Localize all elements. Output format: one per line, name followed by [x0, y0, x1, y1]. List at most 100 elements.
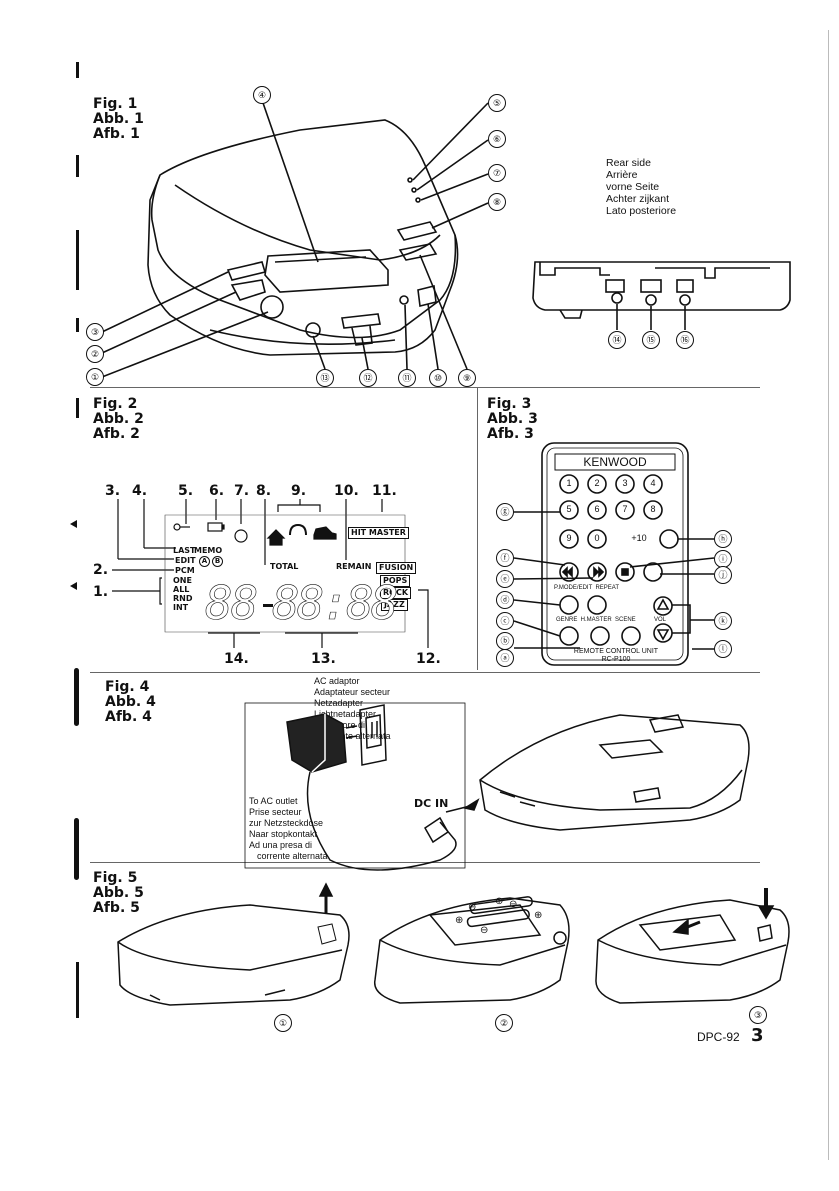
battery-polarity-1: ⊖ [468, 902, 477, 913]
lcd-dash [263, 604, 273, 607]
callout-6: ⑥ [488, 130, 506, 148]
callout-14: ⑭ [608, 331, 626, 349]
lcd-number-4: 4. [132, 483, 148, 499]
margin-mark [74, 668, 79, 726]
callout-k: ⓚ [714, 612, 732, 630]
lcd-genre-jazz: JAZZ [381, 599, 408, 611]
footer-model: DPC-92 [697, 1030, 740, 1044]
remote-label-row2: GENRE H.MASTER SCENE [556, 617, 636, 623]
lcd-number-8: 8. [256, 483, 272, 499]
lcd-pcm: PCM [175, 566, 195, 575]
lcd-number-10: 10. [334, 483, 359, 499]
callout-13: ⑬ [316, 369, 334, 387]
lcd-number-6: 6. [209, 483, 225, 499]
callout-3: ③ [86, 323, 104, 341]
battery-polarity-4: ⊕ [534, 910, 543, 921]
lcd-mode-one: ONE [173, 576, 192, 585]
page-number: 3 [751, 1025, 764, 1046]
ac-outlet-labels: To AC outlet Prise secteur zur Netzsteck… [249, 796, 328, 861]
remote-key-6: 6 [594, 504, 600, 514]
rear-side-labels: Rear side Arrière vorne Seite Achter zij… [606, 157, 677, 217]
callout-5: ⑤ [488, 94, 506, 112]
remote-label-row1: P.MODE/EDIT REPEAT [554, 585, 620, 591]
remote-key-5: 5 [566, 504, 572, 514]
step-2: ② [495, 1014, 513, 1032]
lcd-remain: REMAIN [336, 562, 372, 571]
callout-b: ⓑ [496, 632, 514, 650]
callout-d: ⓓ [496, 591, 514, 609]
margin-mark [76, 155, 79, 177]
callout-j: ⓙ [714, 566, 732, 584]
margin-mark [76, 398, 79, 418]
lcd-total: TOTAL [270, 562, 299, 571]
callout-l: ⓛ [714, 640, 732, 658]
lcd-genre-pops: POPS [380, 575, 411, 587]
lcd-a: A [199, 556, 210, 567]
callout-9: ⑨ [458, 369, 476, 387]
lcd-time-digits: 88:88 [272, 576, 399, 630]
margin-mark [76, 62, 79, 78]
remote-key-9: 9 [566, 533, 572, 543]
lcd-number-14: 14. [224, 651, 249, 667]
dc-in-label: DC IN [414, 797, 449, 810]
battery-polarity-5: ⊕ [455, 915, 464, 926]
remote-key-3: 3 [622, 478, 628, 488]
margin-mark [70, 582, 77, 590]
section-divider [90, 862, 760, 863]
lcd-hit-master: HIT MASTER [348, 527, 409, 539]
lcd-genre-fusion: FUSION [376, 562, 417, 574]
remote-key-plus10: +10 [631, 533, 647, 543]
callout-c: ⓒ [496, 612, 514, 630]
remote-key-7: 7 [622, 504, 628, 514]
margin-mark [76, 318, 79, 332]
callout-12: ⑫ [359, 369, 377, 387]
remote-key-8: 8 [650, 504, 656, 514]
lcd-number-13: 13. [311, 651, 336, 667]
callout-g: ⓖ [496, 503, 514, 521]
callout-16: ⑯ [676, 331, 694, 349]
lcd-number-12: 12. [416, 651, 441, 667]
callout-4: ④ [253, 86, 271, 104]
step-3: ③ [749, 1006, 767, 1024]
lcd-mode-int: INT [173, 603, 189, 612]
lcd-number-2: 2. [93, 562, 109, 578]
callout-8: ⑧ [488, 193, 506, 211]
lcd-number-5: 5. [178, 483, 194, 499]
margin-mark [76, 230, 79, 290]
callout-10: ⑩ [429, 369, 447, 387]
callout-15: ⑮ [642, 331, 660, 349]
lcd-number-7: 7. [234, 483, 250, 499]
lcd-number-3: 3. [105, 483, 121, 499]
margin-mark [70, 520, 77, 528]
lcd-b: B [212, 556, 223, 567]
lcd-number-1: 1. [93, 584, 109, 600]
callout-e: ⓔ [496, 570, 514, 588]
remote-brand: KENWOOD [583, 455, 647, 469]
margin-mark [76, 962, 79, 1018]
margin-mark [74, 818, 79, 880]
remote-key-4: 4 [650, 478, 656, 488]
scan-edge [828, 30, 829, 1160]
lcd-last: LAST [173, 546, 196, 555]
battery-polarity-2: ⊕ [495, 896, 504, 907]
remote-key-2: 2 [594, 478, 600, 488]
remote-label-vol: VOL [654, 617, 667, 623]
callout-a: ⓐ [496, 649, 514, 667]
callout-1: ① [86, 368, 104, 386]
callout-2: ② [86, 345, 104, 363]
callout-h: ⓗ [714, 530, 732, 548]
remote-unit-name: REMOTE CONTROL UNIT [573, 648, 659, 655]
lcd-genre-rock: ROCK [380, 587, 412, 599]
remote-key-1: 1 [566, 478, 572, 488]
lcd-mode-rnd: RND [173, 594, 193, 603]
section-divider [477, 387, 478, 670]
step-1: ① [274, 1014, 292, 1032]
battery-polarity-3: ⊖ [509, 899, 518, 910]
